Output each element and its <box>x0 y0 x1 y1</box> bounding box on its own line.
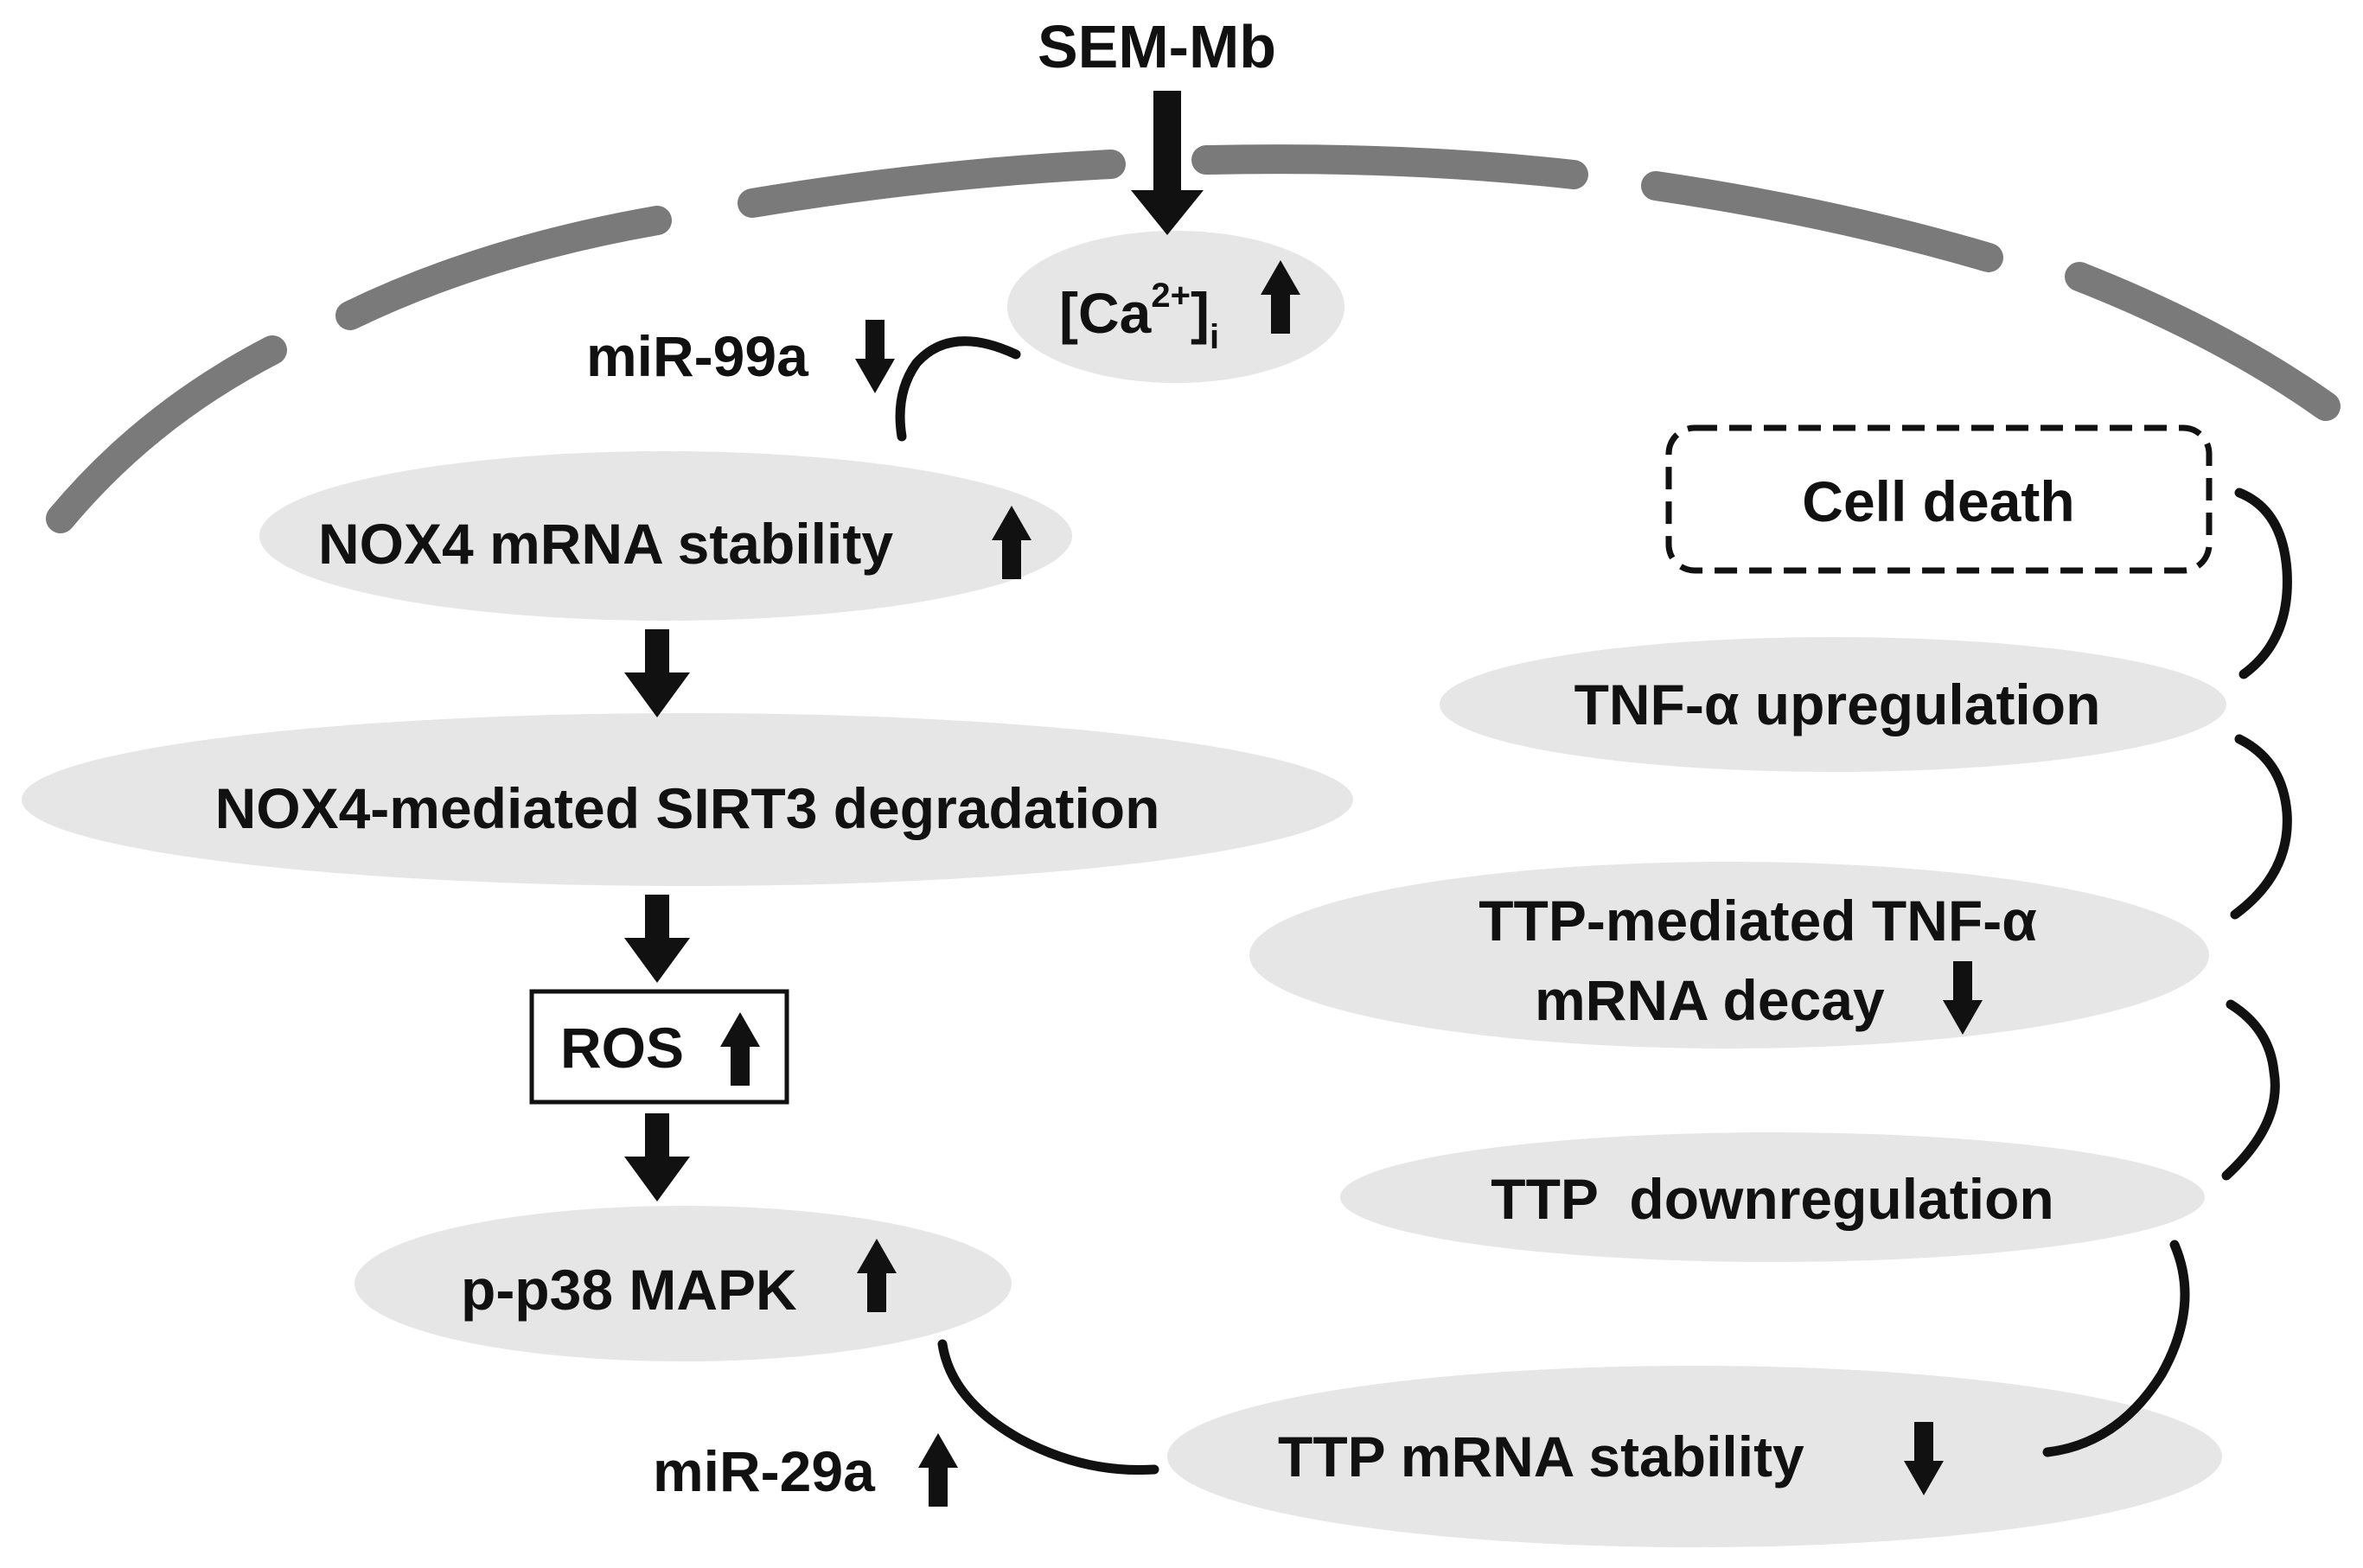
mir29a-label: miR-29a <box>653 1439 876 1503</box>
curved-arrows <box>895 336 2292 1476</box>
sirt3-degradation-ellipse <box>22 713 1353 886</box>
membrane-segment-5 <box>1641 171 2003 272</box>
tnf-up-label: TNF-α upregulation <box>1574 672 2101 736</box>
curve-ttp-down-to-tnf-decay <box>2221 999 2280 1181</box>
ttp-down-ellipse <box>1340 1132 2205 1262</box>
curve-tnf-decay-to-tnf-up <box>2230 734 2292 920</box>
calcium-ellipse <box>1007 231 1344 383</box>
membrane-segment-6 <box>2065 262 2341 421</box>
arrow-ros-to-p38 <box>624 1113 690 1201</box>
ros-up-arrow-icon <box>720 1012 760 1086</box>
membrane-segment-3 <box>738 150 1126 218</box>
mir99a-label: miR-99a <box>586 324 809 388</box>
arrow-nox4-to-sirt3 <box>624 629 690 717</box>
p38-up-arrow-icon <box>857 1239 897 1312</box>
nox4-stability-up-arrow-icon <box>992 506 1031 579</box>
stimulus-arrow <box>1131 91 1204 235</box>
tnf-up-ellipse <box>1440 637 2226 772</box>
arrow-sirt3-to-ros <box>624 895 690 983</box>
calcium-up-arrow-icon <box>1261 260 1300 334</box>
membrane-segment-1 <box>46 335 287 533</box>
ttp-stability-ellipse <box>1167 1366 2222 1547</box>
curve-p38-to-ttp-stability <box>937 1339 1159 1476</box>
p38-ellipse <box>354 1206 1012 1361</box>
tnf-decay-label-line1: TTP-mediated TNF-α <box>1478 889 2037 953</box>
curve-ttp-stability-to-ttp-down <box>2042 1240 2190 1457</box>
ttp-down-label: TTP downregulation <box>1491 1167 2053 1231</box>
nox4-stability-ellipse <box>259 451 1072 621</box>
p38-label: p-p38 MAPK <box>461 1258 797 1322</box>
mir29a-up-arrow-icon <box>918 1433 958 1507</box>
tnf-decay-label-line2: mRNA decay <box>1535 968 1885 1032</box>
straight-arrows <box>624 91 1204 1201</box>
curve-tnf-up-to-cell-death <box>2234 488 2292 679</box>
ttp-stability-down-arrow-icon <box>1904 1422 1944 1495</box>
stimulus-label: SEM-Mb <box>1038 13 1276 80</box>
cell-death-label: Cell death <box>1802 469 2074 533</box>
calcium-label: [Ca2+]i <box>1059 277 1219 356</box>
sirt3-degradation-label: NOX4-mediated SIRT3 degradation <box>215 776 1160 840</box>
tnf-decay-down-arrow-icon <box>1943 961 1983 1035</box>
ros-label: ROS <box>560 1016 684 1080</box>
membrane-segment-4 <box>1191 144 1588 189</box>
cell-membrane <box>46 144 2341 533</box>
membrane-segment-2 <box>335 206 672 330</box>
nox4-stability-label: NOX4 mRNA stability <box>318 512 893 576</box>
curve-calcium-to-nox4 <box>895 336 1021 442</box>
cell-death-box <box>1665 424 2213 574</box>
mir99a-down-arrow-icon <box>855 320 895 393</box>
ttp-stability-label: TTP mRNA stability <box>1278 1425 1804 1488</box>
